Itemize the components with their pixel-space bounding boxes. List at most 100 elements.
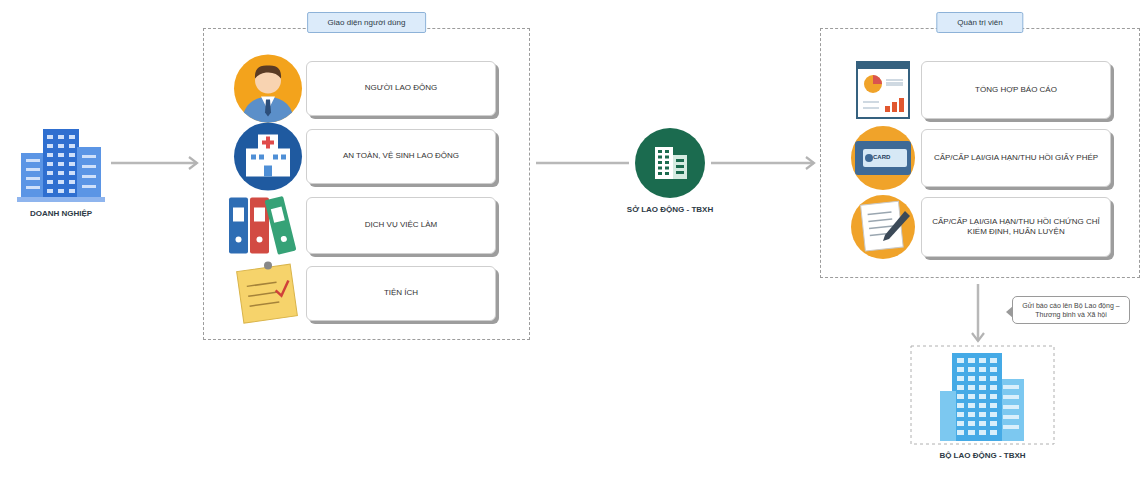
office-window <box>676 171 684 174</box>
report-bar <box>892 102 897 112</box>
report-header <box>857 62 909 69</box>
function-box: TỔNG HỢP BÁO CÁO <box>921 61 1111 119</box>
tower-window <box>968 403 975 408</box>
office-window <box>676 159 684 162</box>
building-window <box>82 185 96 188</box>
function-box: TIỆN ÍCH <box>306 266 496 321</box>
office-window <box>676 165 684 168</box>
building-window <box>47 153 53 157</box>
tower-window <box>979 430 986 435</box>
building-window <box>58 144 64 148</box>
office-disc <box>635 128 705 198</box>
cert-pen <box>883 211 910 241</box>
tower-window <box>979 367 986 372</box>
flow-arrow <box>536 162 629 165</box>
icon-disc <box>234 55 302 123</box>
tower-window <box>990 412 997 417</box>
tower-window <box>990 376 997 381</box>
tower-window <box>979 385 986 390</box>
office-window <box>665 172 669 175</box>
tower-window <box>990 421 997 426</box>
tower-window <box>957 430 964 435</box>
cert-line <box>868 212 892 215</box>
report-bar <box>899 98 904 112</box>
building-window <box>69 135 75 139</box>
building-window <box>58 180 64 184</box>
building-side <box>21 153 45 199</box>
tower-window <box>957 385 964 390</box>
card-chip <box>865 154 873 162</box>
tower-window <box>968 367 975 372</box>
building-icon <box>15 123 107 203</box>
hospital-window <box>273 155 278 160</box>
tower-window <box>979 358 986 363</box>
note-paper <box>237 264 298 323</box>
card-text: CARD <box>873 154 890 160</box>
note-line <box>250 302 280 306</box>
building-window <box>26 159 40 162</box>
tower-window <box>1003 395 1019 399</box>
office-window <box>658 161 662 164</box>
binder <box>264 196 296 255</box>
office-window <box>658 172 662 175</box>
tower-window <box>968 385 975 390</box>
building-window <box>47 189 53 193</box>
tower-window <box>957 358 964 363</box>
building-window <box>47 180 53 184</box>
tower-window <box>957 367 964 372</box>
office-icon <box>610 123 730 199</box>
box-label: NGƯỜI LAO ĐỘNG <box>365 83 437 93</box>
tower-window <box>968 358 975 363</box>
report-text-line <box>886 85 903 86</box>
cert-paper <box>861 201 904 251</box>
binder <box>250 198 269 254</box>
tower-window <box>990 394 997 399</box>
building-base <box>17 197 105 202</box>
function-box: CẤP/CẤP LẠI/GIA HẠN/THU HỒI GIẤY PHÉP <box>921 129 1111 187</box>
tower-window <box>990 430 997 435</box>
office-block <box>673 155 687 179</box>
cert-line <box>868 219 892 222</box>
icon-disc <box>851 195 915 259</box>
panel-heading: Quản trị viên <box>936 12 1023 33</box>
binder <box>229 198 248 254</box>
flow-arrow <box>977 284 980 341</box>
note-pin <box>264 262 272 270</box>
building-window <box>26 177 40 180</box>
function-box: DỊCH VỤ VIỆC LÀM <box>306 197 496 254</box>
office-window <box>658 156 662 159</box>
tower-window <box>979 421 986 426</box>
node-caption: SỞ LAO ĐỘNG - TBXH <box>627 205 713 214</box>
tower-window <box>990 403 997 408</box>
hospital-door <box>264 166 272 177</box>
tower-window <box>968 421 975 426</box>
report-text-line <box>886 83 903 84</box>
tower-window <box>1003 385 1019 389</box>
office-window <box>658 150 662 153</box>
tower-window <box>957 412 964 417</box>
box-label: TỔNG HỢP BÁO CÁO <box>975 85 1057 95</box>
icon-disc <box>234 123 302 191</box>
report-text-line <box>886 80 903 81</box>
node-caption: BỘ LAO ĐỘNG - TBXH <box>939 451 1025 460</box>
note-line <box>247 282 277 286</box>
building-window <box>82 165 96 168</box>
card-face <box>863 149 907 167</box>
office-window <box>665 156 669 159</box>
person-tie <box>265 100 271 117</box>
note-line <box>248 292 278 296</box>
binder-label <box>233 208 244 222</box>
tower-window <box>979 412 986 417</box>
building-window <box>69 144 75 148</box>
panel-group: Quản trị viênTỔNG HỢP BÁO CÁOCẤP/CẤP LẠI… <box>820 28 1140 278</box>
building-window <box>47 135 53 139</box>
cert-line <box>869 226 893 229</box>
building-window <box>26 168 40 171</box>
icon-disc <box>851 126 915 190</box>
building-icon <box>910 345 1055 445</box>
tower-window <box>990 358 997 363</box>
tower-window <box>957 376 964 381</box>
hospital-window <box>281 155 286 160</box>
